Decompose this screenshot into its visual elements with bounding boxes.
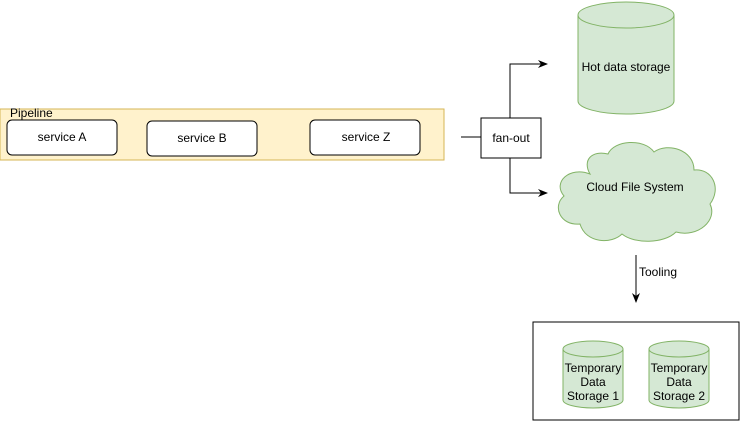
temp-storage-2-line-3: Storage 2 xyxy=(653,389,705,403)
fanout-node[interactable]: fan-out xyxy=(480,117,542,159)
cloud-file-system[interactable]: Cloud File System xyxy=(558,142,716,242)
temp-storage-1-line-2: Data xyxy=(580,375,606,389)
fanout-label: fan-out xyxy=(492,131,530,145)
fanout-to-hot-storage-edge xyxy=(509,60,548,118)
tooling-label: Tooling xyxy=(639,265,677,279)
service-a-label: service A xyxy=(38,130,87,144)
pipeline-group: Pipeline service A service B service Z xyxy=(0,106,445,161)
service-b-node[interactable]: service B xyxy=(146,120,258,157)
hot-storage-label: Hot data storage xyxy=(582,60,671,74)
service-b-label: service B xyxy=(177,131,226,145)
service-z-node[interactable]: service Z xyxy=(309,119,421,156)
fanout-to-cloud-fs-edge xyxy=(509,158,548,197)
temp-storage-1-line-1: Temporary xyxy=(565,361,622,375)
temp-storage-2-line-1: Temporary xyxy=(651,361,708,375)
cloud-fs-label: Cloud File System xyxy=(586,180,683,194)
service-z-label: service Z xyxy=(342,130,391,144)
service-a-node[interactable]: service A xyxy=(6,119,118,156)
temp-storage-1-line-3: Storage 1 xyxy=(567,389,619,403)
temp-storage-1-cylinder[interactable]: Temporary Data Storage 1 xyxy=(562,340,624,409)
temp-storage-2-line-2: Data xyxy=(666,375,692,389)
hot-storage-cylinder[interactable]: Hot data storage xyxy=(577,1,675,115)
temp-storage-2-cylinder[interactable]: Temporary Data Storage 2 xyxy=(648,340,710,409)
pipeline-label: Pipeline xyxy=(10,106,53,120)
